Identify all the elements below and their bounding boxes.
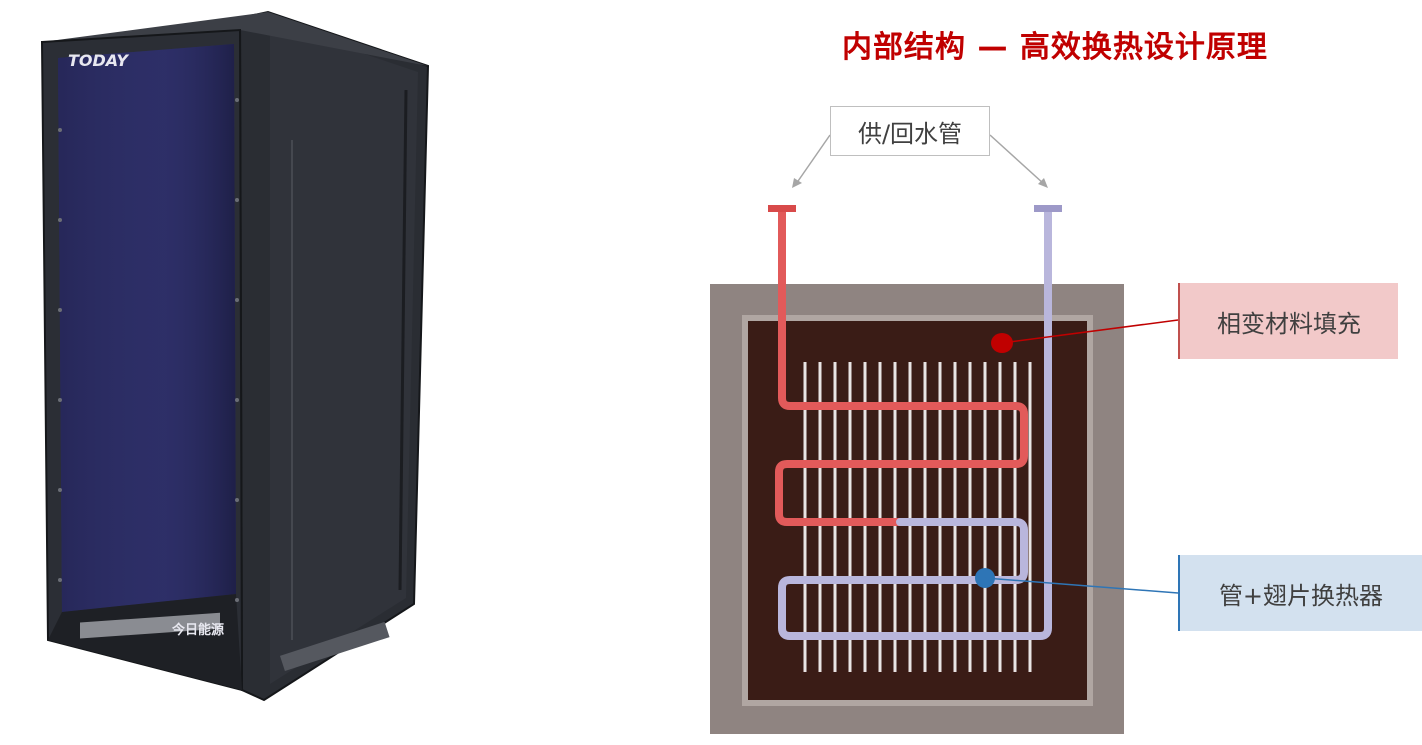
fins [803, 362, 1032, 672]
supply-pipe [775, 208, 1028, 526]
brand-logo: TODAY [68, 51, 129, 70]
return-pipe [778, 208, 1052, 640]
panel-label: 今日能源 [171, 622, 224, 638]
heat-exchanger-callout: 管+翅片换热器 [1178, 555, 1422, 631]
page-title: 内部结构 — 高效换热设计原理 [842, 30, 1268, 65]
pipes-callout: 供/回水管 [830, 106, 990, 156]
product-cabinet-image: TODAY 今日能源 [40, 10, 430, 702]
inner-chamber [742, 315, 1093, 706]
pcm-callout: 相变材料填充 [1178, 283, 1398, 359]
